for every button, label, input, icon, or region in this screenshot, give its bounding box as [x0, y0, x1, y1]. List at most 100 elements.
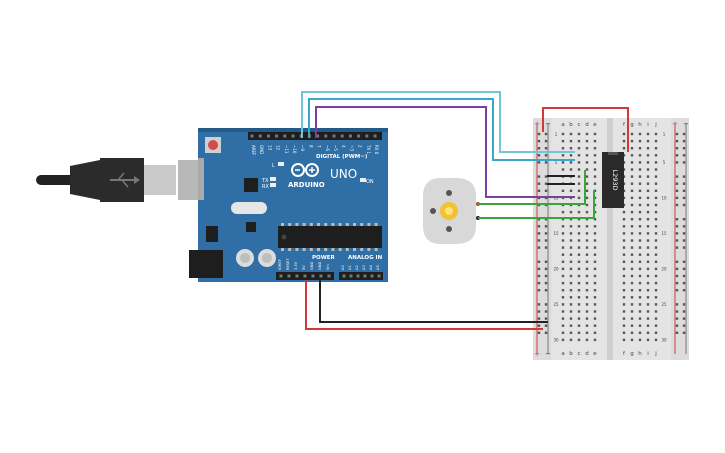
wire-purple	[315, 106, 575, 198]
column-letter: j	[654, 122, 657, 128]
usb-chip	[244, 178, 258, 192]
column-letter: i	[647, 351, 649, 357]
capacitor-2	[258, 249, 276, 267]
usb-icon	[110, 172, 140, 188]
usb-cable	[36, 158, 204, 202]
power-pin-label: RESET	[286, 258, 290, 270]
brand-text: ARDUINO	[288, 181, 325, 189]
column-letter: d	[585, 122, 589, 128]
digital-pin-label: ~5	[333, 145, 338, 151]
power-pin-label: GND	[318, 262, 322, 270]
column-letter: h	[638, 122, 642, 128]
column-letter: e	[593, 122, 597, 128]
column-letter: c	[577, 122, 580, 128]
row-number: 25	[553, 302, 559, 307]
wire-red-top	[542, 107, 629, 152]
power-pin-label: 5V	[302, 265, 306, 270]
digital-pin-label: ~9	[300, 145, 305, 151]
rail-minus-top-right: −	[683, 120, 689, 128]
column-letter: d	[585, 351, 589, 357]
column-letter: g	[630, 351, 634, 357]
analog-pin-label: A2	[355, 265, 359, 270]
rail-plus-top-right: +	[672, 120, 678, 128]
row-number: 1	[663, 132, 666, 137]
column-letter: a	[561, 351, 564, 357]
usb-port	[198, 158, 204, 200]
row-number: 30	[553, 338, 559, 343]
column-letter: b	[569, 351, 573, 357]
rx-label: RX	[262, 184, 269, 190]
column-letter: g	[630, 122, 634, 128]
row-number: 15	[553, 231, 559, 236]
digital-pin-label: 12	[276, 145, 281, 151]
analog-pin-label: A5	[376, 265, 380, 270]
column-letter: j	[654, 351, 657, 357]
digital-pin-label: ~10	[292, 145, 297, 154]
on-led	[360, 178, 366, 182]
analog-pin-label: A3	[362, 265, 366, 270]
rx-led	[270, 183, 276, 187]
on-label: ON	[366, 179, 374, 185]
digital-pin-label: 2	[358, 145, 363, 148]
row-number: 20	[661, 267, 667, 272]
rail-minus-top-left: −	[545, 120, 551, 128]
voltage-regulator	[206, 226, 218, 242]
digital-pin-label: 7	[317, 145, 322, 148]
row-number: 20	[553, 267, 559, 272]
atmega-chip	[278, 223, 382, 251]
row-number: 15	[661, 231, 667, 236]
dc-motor[interactable]	[423, 178, 480, 244]
wire-cyan-inner	[308, 98, 575, 161]
l293d-driver-ic[interactable]: L293D	[602, 152, 624, 208]
crystal	[231, 202, 267, 214]
wire-green-2	[478, 190, 595, 219]
digital-pin-label: ~3	[349, 145, 354, 151]
column-letter: c	[577, 351, 580, 357]
analog-pin-label: A4	[369, 265, 373, 270]
row-number: 10	[553, 196, 559, 201]
analog-pin-label: A0	[341, 265, 345, 270]
digital-pin-label: TX 1	[366, 144, 371, 154]
digital-pin-label: AREF	[251, 145, 256, 156]
column-letter: f	[623, 122, 626, 128]
arduino-logo	[291, 163, 319, 177]
digital-pin-label: ~6	[325, 145, 330, 151]
l-led	[278, 162, 284, 166]
row-number: 30	[661, 338, 667, 343]
column-letter: e	[593, 351, 597, 357]
column-letter: a	[561, 122, 564, 128]
wire-black-gnd	[319, 280, 548, 323]
small-component	[246, 222, 256, 232]
tx-label: TX	[261, 178, 269, 184]
power-pin-label: Vin	[326, 264, 330, 270]
row-number: 25	[661, 302, 667, 307]
digital-pin-label: RX 0	[374, 145, 379, 155]
power-pin-label: IOREF	[278, 259, 282, 270]
row-number: 10	[661, 196, 667, 201]
reset-button[interactable]	[205, 137, 221, 153]
row-number: 1	[555, 132, 558, 137]
rail-minus-bottom-left: −	[545, 350, 551, 358]
tx-led	[270, 177, 276, 181]
digital-pin-label: 13	[267, 145, 272, 151]
rail-plus-bottom-left: +	[534, 350, 540, 358]
digital-pin-label: 4	[341, 145, 346, 148]
rail-plus-top-left: +	[534, 120, 540, 128]
digital-label: DIGITAL (PWM~)	[316, 154, 368, 160]
power-pin-label: GND	[310, 262, 314, 270]
l293d-label: L293D	[611, 169, 619, 190]
wire-red-5v	[305, 280, 543, 330]
analog-pin-label: A1	[348, 265, 352, 270]
dc-jack	[189, 250, 223, 278]
column-letter: f	[623, 351, 626, 357]
row-number: 5	[555, 160, 558, 165]
analog-label: ANALOG IN	[348, 255, 383, 261]
model-text: UNO	[330, 167, 357, 181]
capacitor-1	[236, 249, 254, 267]
column-letter: h	[638, 351, 642, 357]
power-label: POWER	[312, 255, 336, 261]
